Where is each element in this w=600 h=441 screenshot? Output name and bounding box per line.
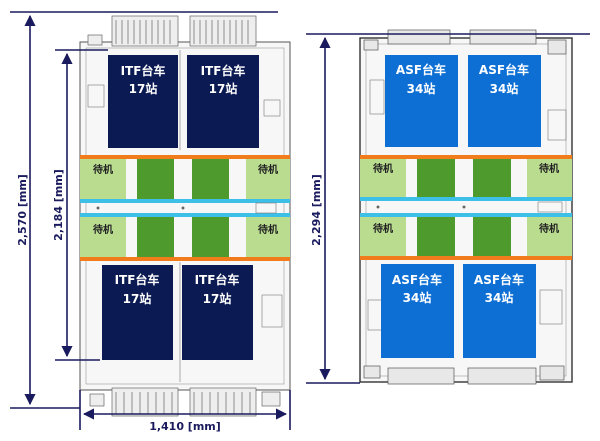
right-station-row-1: 待机 待机 [360, 159, 572, 197]
left-side-details [87, 50, 283, 382]
right-side-details [367, 79, 567, 331]
cart-name: ASF台车 [392, 272, 442, 287]
left-machine: ITF台车 17站 ITF台车 17站 待机 待机 [79, 15, 291, 417]
left-bottom-mechanism [89, 387, 281, 417]
cart-stations: 17站 [129, 81, 158, 96]
cart-stations: 17站 [203, 291, 232, 306]
left-top-mechanism [87, 15, 257, 47]
right-cyan-rail-top [360, 197, 572, 201]
waiting-label: 待机 [373, 222, 393, 235]
right-orange-rail-top [360, 155, 572, 159]
cart-stations: 17站 [123, 291, 152, 306]
right-dimension-lines [306, 33, 590, 384]
asf-cart-top-right: ASF台车 34站 [468, 55, 541, 147]
right-height-label: 2,294 [mm] [310, 174, 323, 246]
waiting-label: 待机 [539, 222, 559, 235]
waiting-label: 待机 [258, 163, 278, 176]
left-width-label: 1,410 [mm] [149, 420, 221, 433]
right-machine: ASF台车 34站 ASF台车 34站 待机 待机 [359, 29, 573, 385]
right-bottom-mechanism [363, 365, 565, 385]
cart-name: ITF台车 [121, 63, 166, 78]
cart-stations: 34站 [407, 81, 436, 96]
left-orange-rail-bottom [80, 257, 290, 261]
left-cyan-rail-bottom [80, 213, 290, 217]
left-inner-height-label: 2,184 [mm] [52, 169, 65, 241]
right-machine-inner-frame [365, 43, 567, 377]
cart-name: ITF台车 [195, 272, 240, 287]
waiting-label: 待机 [539, 162, 559, 175]
cart-name: ASF台车 [474, 272, 524, 287]
asf-cart-top-left: ASF台车 34站 [385, 55, 458, 147]
left-dimension-lines [10, 11, 291, 430]
cart-stations: 34站 [485, 290, 514, 305]
cart-name: ITF台车 [201, 63, 246, 78]
waiting-label: 待机 [93, 223, 113, 236]
left-orange-rail-top [80, 155, 290, 159]
left-station-row-2: 待机 待机 [80, 217, 290, 257]
cart-name: ASF台车 [396, 62, 446, 77]
cart-stations: 34站 [403, 290, 432, 305]
waiting-label: 待机 [373, 162, 393, 175]
cart-name: ITF台车 [115, 272, 160, 287]
right-station-row-2: 待机 待机 [360, 217, 572, 256]
waiting-label: 待机 [93, 163, 113, 176]
asf-cart-bottom-left: ASF台车 34站 [381, 264, 454, 358]
asf-cart-bottom-right: ASF台车 34站 [463, 264, 536, 358]
waiting-label: 待机 [258, 223, 278, 236]
right-orange-rail-bottom [360, 256, 572, 260]
left-total-height-label: 2,570 [mm] [16, 174, 29, 246]
itf-cart-bottom-right: ITF台车 17站 [182, 265, 253, 360]
right-middle-track [376, 201, 563, 213]
right-cyan-rail-bottom [360, 213, 572, 217]
left-cyan-rail-top [80, 199, 290, 203]
left-middle-track [96, 202, 277, 214]
cart-stations: 34站 [490, 81, 519, 96]
cart-stations: 17站 [209, 81, 238, 96]
itf-cart-bottom-left: ITF台车 17站 [102, 265, 173, 360]
itf-cart-top-right: ITF台车 17站 [187, 55, 259, 148]
itf-cart-top-left: ITF台车 17站 [108, 55, 178, 148]
left-station-row-1: 待机 待机 [80, 159, 290, 199]
cart-name: ASF台车 [479, 62, 529, 77]
